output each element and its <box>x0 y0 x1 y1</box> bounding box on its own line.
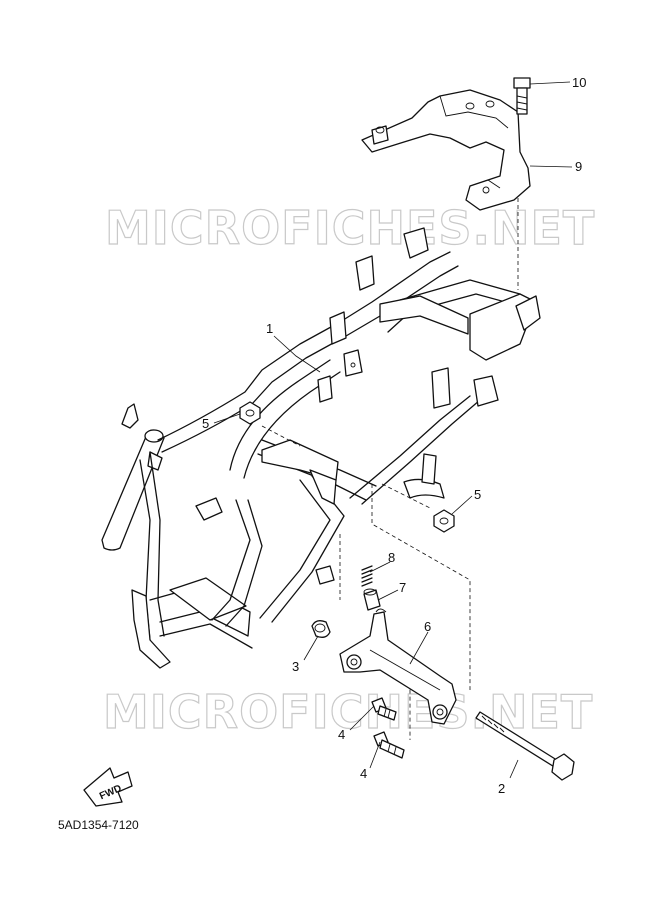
fwd-arrow-icon: FWD <box>83 767 133 807</box>
callout-1: 1 <box>266 321 273 336</box>
callout-3: 3 <box>292 659 299 674</box>
nut-5-lower <box>433 509 455 533</box>
main-frame <box>101 142 541 740</box>
callout-5-lower: 5 <box>474 487 481 502</box>
bolt-10 <box>513 77 531 115</box>
watermark-bottom: MICROFICHES.NET <box>103 685 593 739</box>
bush-3 <box>311 620 331 638</box>
bolt-4-lower <box>373 731 405 759</box>
callout-6: 6 <box>424 619 431 634</box>
bolt-2 <box>475 711 575 781</box>
leader-lines <box>213 81 573 779</box>
rear-carrier-bracket <box>361 89 531 211</box>
spring-8 <box>361 565 373 587</box>
callout-4-upper: 4 <box>338 727 345 742</box>
drawing-code: 5AD1354-7120 <box>58 818 139 832</box>
bolt-4-upper <box>371 697 397 721</box>
callout-9: 9 <box>575 159 582 174</box>
callout-5-upper: 5 <box>202 416 209 431</box>
callout-4-lower: 4 <box>360 766 367 781</box>
callout-10: 10 <box>572 75 586 90</box>
engine-bracket-6 <box>339 608 457 725</box>
callout-8: 8 <box>388 550 395 565</box>
collar-7 <box>363 588 381 611</box>
callout-7: 7 <box>399 580 406 595</box>
watermark-top: MICROFICHES.NET <box>105 201 595 255</box>
callout-2: 2 <box>498 781 505 796</box>
nut-5-upper <box>239 401 261 425</box>
